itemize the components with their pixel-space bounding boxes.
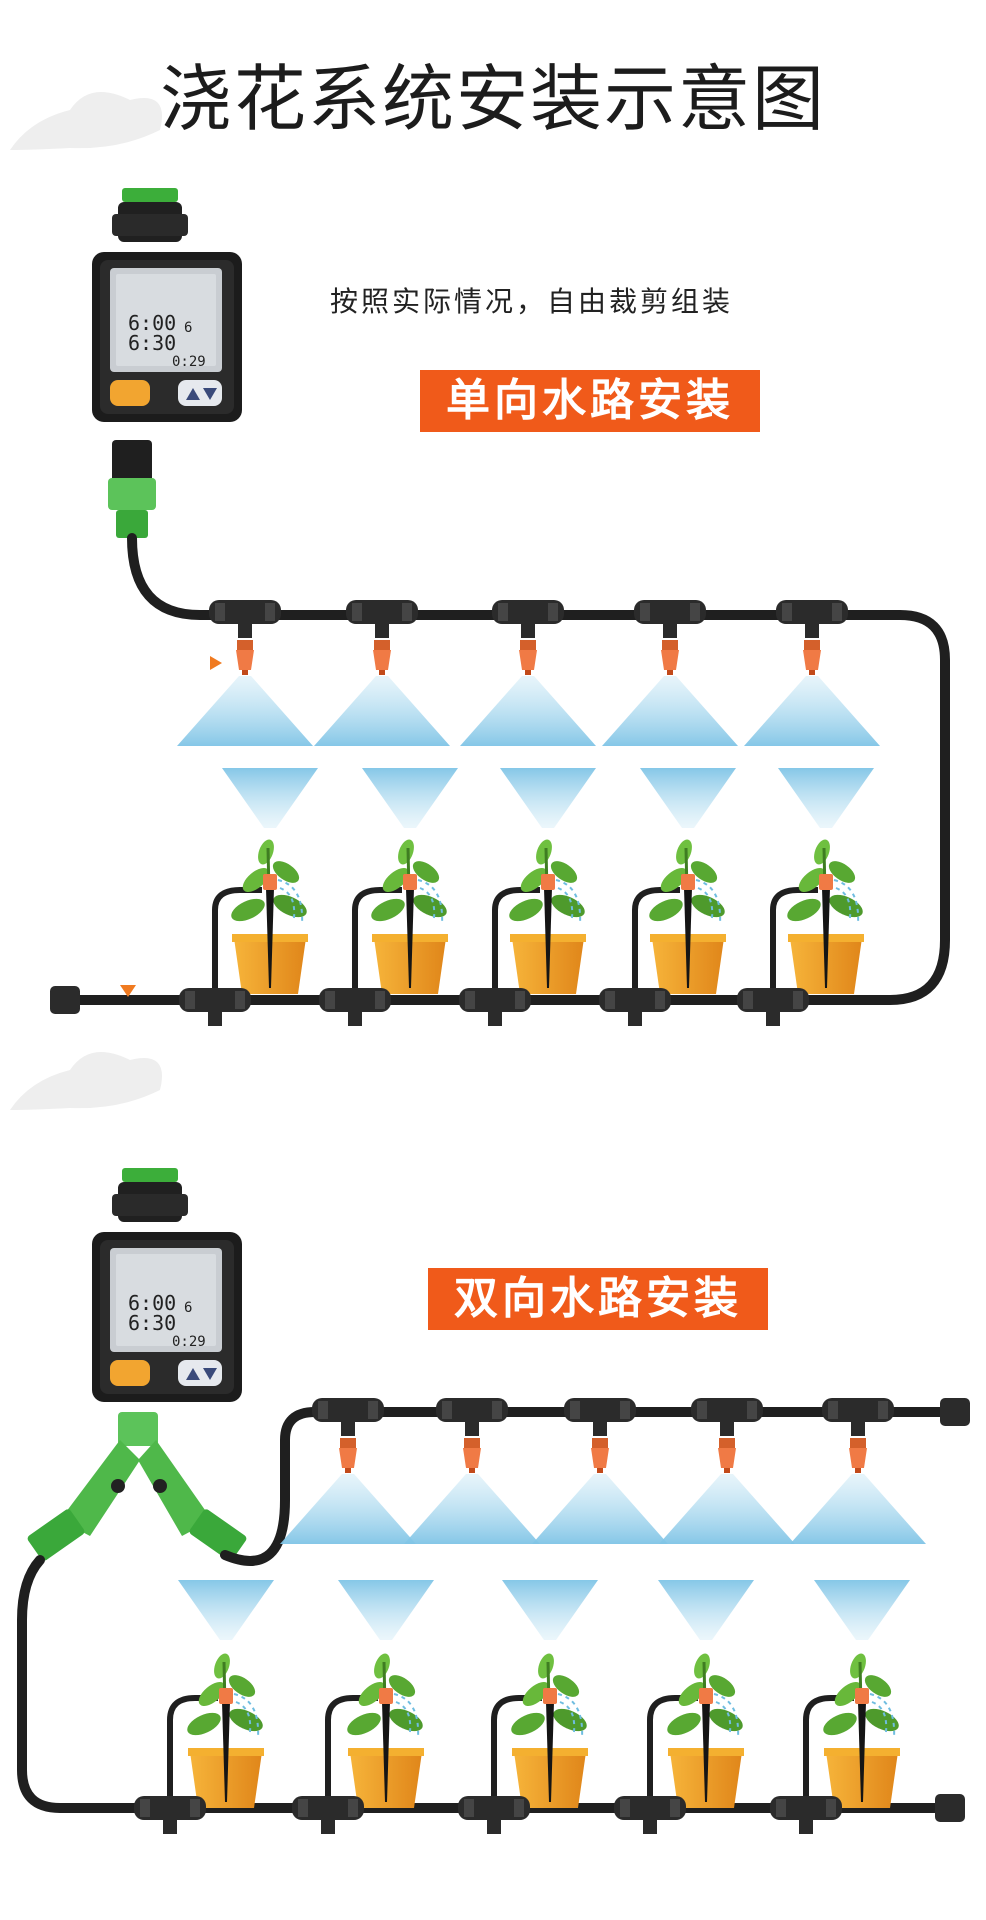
- double-route-badge: 双向水路安装: [428, 1268, 768, 1330]
- timer-time1-double: 6:00: [128, 1291, 176, 1315]
- double-plant-row: [182, 1649, 904, 1810]
- page-title: 浇花系统安装示意图: [159, 57, 826, 141]
- timer-device-single: [92, 188, 242, 422]
- y-splitter: [27, 1412, 247, 1561]
- timer-count: 6: [184, 320, 192, 336]
- timer-time2-double: 6:30: [128, 1311, 176, 1335]
- single-nozzle-row: [236, 640, 821, 675]
- timer-time3-double: 0:29: [172, 1334, 206, 1350]
- single-end-cap: [50, 986, 80, 1014]
- timer-device-double: [92, 1168, 242, 1402]
- double-spray-row: [280, 1474, 926, 1544]
- double-nozzle-row: [339, 1438, 867, 1473]
- single-spray-row: [177, 676, 880, 746]
- double-drip-spray-row: [178, 1580, 910, 1640]
- single-route-badge: 单向水路安装: [420, 370, 760, 432]
- instruction-text: 按照实际情况，自由裁剪组装: [330, 285, 734, 318]
- timer-time3: 0:29: [172, 354, 206, 370]
- timer-time2: 6:30: [128, 331, 176, 355]
- timer-time1: 6:00: [128, 311, 176, 335]
- timer-count-double: 6: [184, 1300, 192, 1316]
- single-drip-spray-row: [222, 768, 874, 828]
